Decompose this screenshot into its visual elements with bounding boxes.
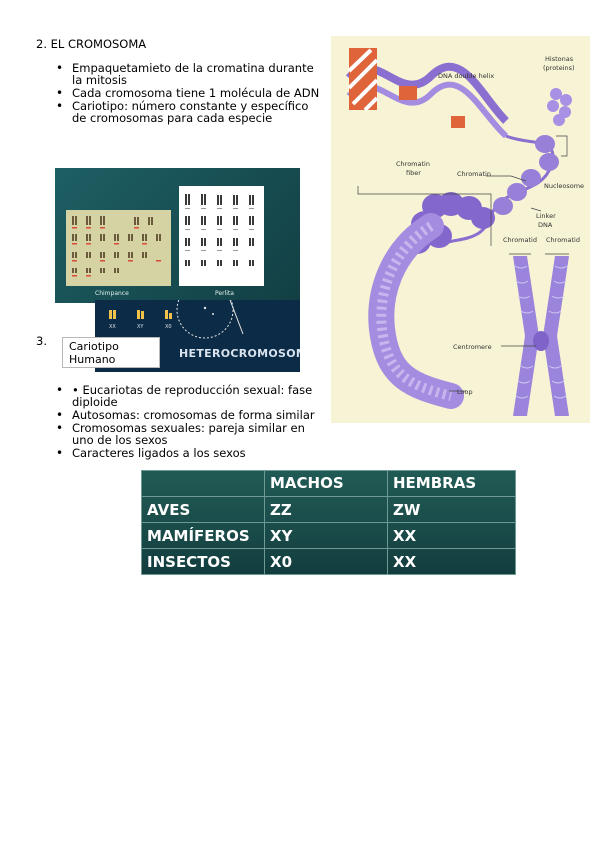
table-header-cell: MACHOS (264, 470, 388, 497)
histones-cluster (547, 88, 572, 126)
dna-helix (345, 48, 509, 139)
section-2-list: Empaquetamieto de la cromatina durante l… (36, 62, 326, 125)
table-row: INSECTOS X0 XX (141, 548, 516, 575)
table-cell: ZZ (264, 496, 388, 523)
sex-label-xx: XX (109, 324, 116, 330)
section-2-title: 2. EL CROMOSOMA (36, 37, 147, 51)
list-item: • Eucariotas de reproducción sexual: fas… (36, 384, 328, 408)
label-centromere: Centromere (453, 343, 492, 351)
table-cell: AVES (141, 496, 265, 523)
karyotype-caption-box: Cariotipo Humano (62, 337, 160, 368)
table-cell: ZW (387, 496, 516, 523)
label-chromatid-right: Chromatid (546, 236, 580, 244)
label-histones: Histonas (545, 55, 574, 63)
label-dna-double-helix: DNA double helix (438, 72, 494, 80)
sex-label-xy: XY (137, 324, 144, 330)
label-chromatid-left: Chromatid (503, 236, 537, 244)
nucleosomes (493, 135, 559, 215)
label-linker-dna: DNA (538, 221, 553, 229)
table-header-cell (141, 470, 265, 497)
list-item: Cromosomas sexuales: pareja similar en u… (36, 422, 328, 446)
list-item: Autosomas: cromosomas de forma similar (36, 409, 328, 421)
label-chromatin: Chromatin (457, 170, 491, 178)
caption-line-1: Cariotipo (69, 340, 119, 353)
label-histones-proteins: (proteins) (543, 64, 575, 72)
list-item: Empaquetamieto de la cromatina durante l… (36, 62, 326, 86)
list-item: Caracteres ligados a los sexos (36, 447, 328, 459)
table-cell: XY (264, 522, 388, 549)
table-cell: XX (387, 548, 516, 575)
label-nucleosome: Nucleosome (544, 182, 584, 190)
section-3-list: • Eucariotas de reproducción sexual: fas… (36, 384, 328, 460)
sex-chromosome-table: MACHOS HEMBRAS AVES ZZ ZW MAMÍFEROS XY X… (141, 470, 516, 575)
chromosome-structure-diagram: DNA double helix Histonas (proteins) Chr… (331, 36, 590, 423)
table-cell: XX (387, 522, 516, 549)
table-cell: MAMÍFEROS (141, 522, 265, 549)
sex-label-x0: X0 (165, 324, 172, 330)
chimpanzee-karyotype (66, 210, 171, 286)
list-item: Cada cromosoma tiene 1 molécula de ADN (36, 87, 326, 99)
table-header-cell: HEMBRAS (387, 470, 516, 497)
label-chromatin-fiber: Chromatin (396, 160, 430, 168)
table-header-row: MACHOS HEMBRAS (141, 470, 516, 497)
label-chromatin-fiber-2: fiber (406, 169, 421, 177)
chromosome (513, 256, 569, 416)
slide-title: HETEROCROMOSOMAS (179, 347, 300, 360)
table-row: MAMÍFEROS XY XX (141, 522, 516, 549)
label-linker: Linker (536, 212, 556, 220)
chimpanzee-caption: Chimpance (95, 290, 129, 297)
table-row: AVES ZZ ZW (141, 496, 516, 523)
label-loop: Loop (457, 388, 473, 396)
table-cell: X0 (264, 548, 388, 575)
list-item: Cariotipo: número constante y específico… (36, 100, 326, 124)
human-karyotype (179, 186, 264, 286)
human-caption: Perlita (215, 290, 234, 297)
section-3-number: 3. (36, 334, 47, 348)
karyotype-image: Chimpance Perlita (55, 168, 300, 303)
caption-line-2: Humano (69, 353, 116, 366)
table-cell: INSECTOS (141, 548, 265, 575)
